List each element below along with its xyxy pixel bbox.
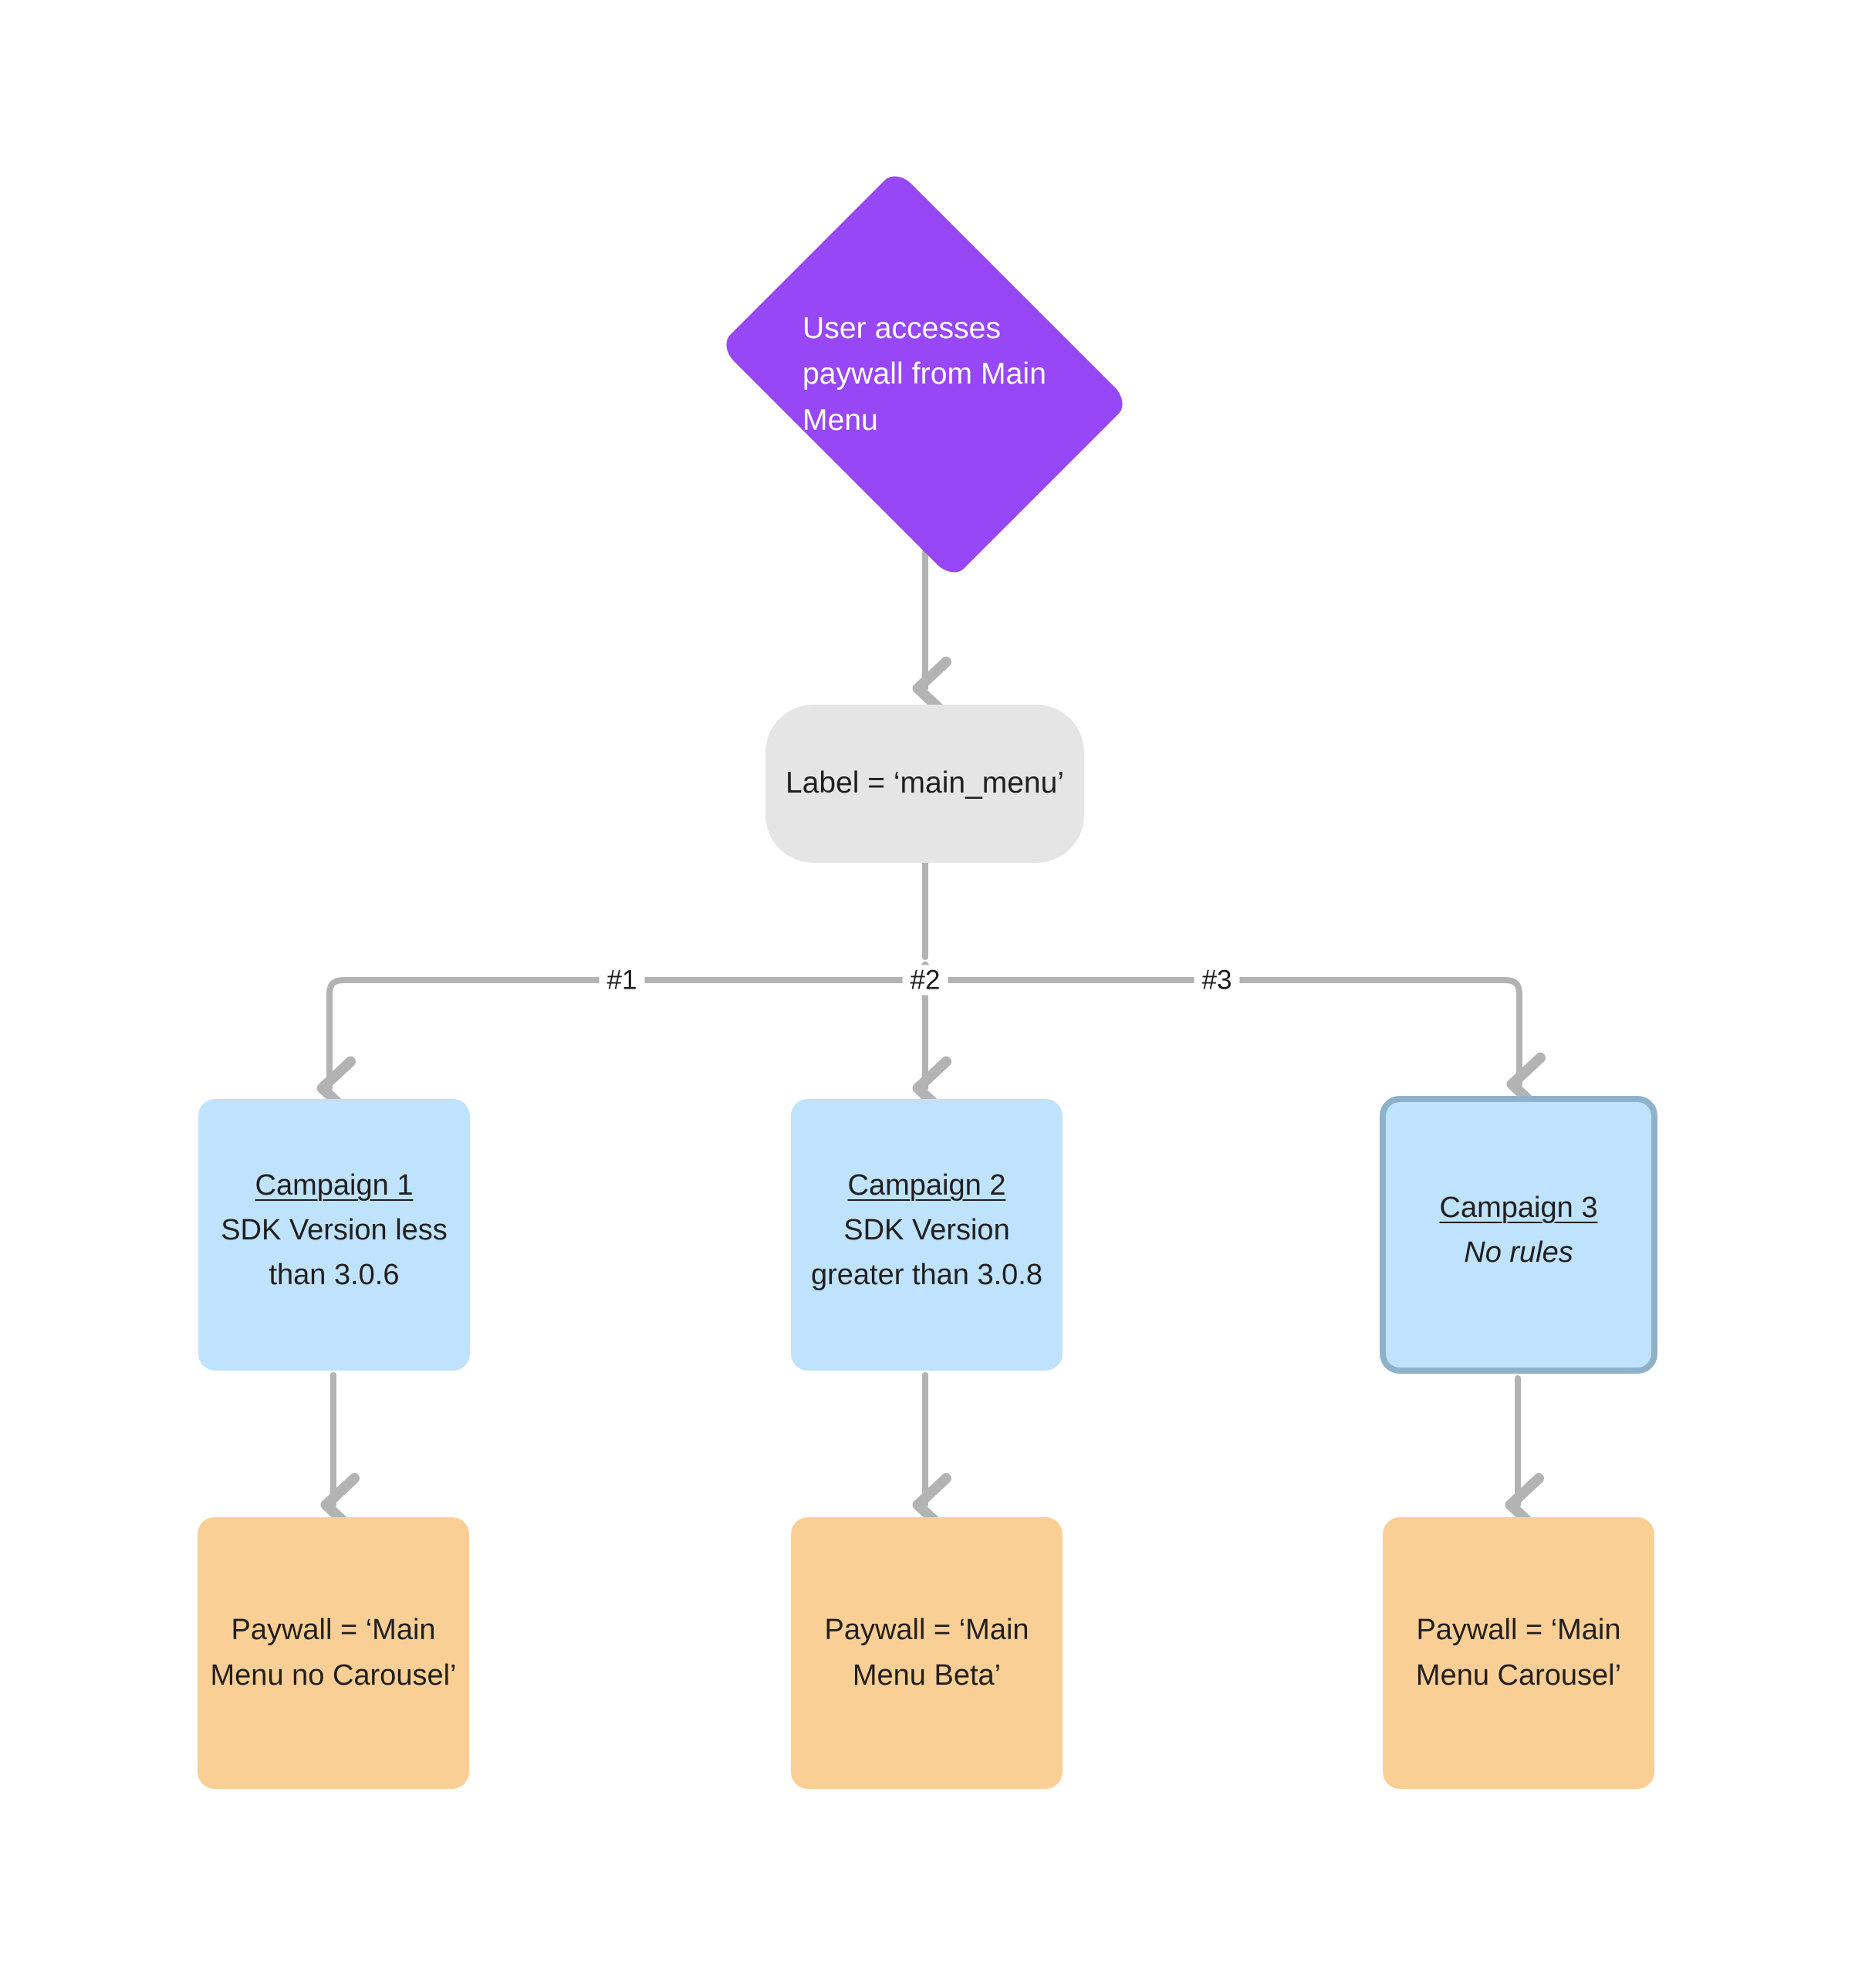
- paywall-node-2[interactable]: Paywall = ‘Main Menu Beta’: [791, 1517, 1063, 1789]
- paywall-node-3[interactable]: Paywall = ‘Main Menu Carousel’: [1383, 1517, 1654, 1789]
- campaign-node-2[interactable]: Campaign 2 SDK Version greater than 3.0.…: [791, 1099, 1063, 1371]
- label-node[interactable]: Label = ‘main_menu’: [765, 705, 1084, 863]
- campaign-title: Campaign 1: [255, 1168, 414, 1202]
- campaign-content: Campaign 2 SDK Version greater than 3.0.…: [799, 1163, 1055, 1297]
- branch-label-3: #3: [1194, 965, 1240, 996]
- paywall-node-text: Paywall = ‘Main Menu Beta’: [824, 1614, 1029, 1692]
- paywall-node-text: Paywall = ‘Main Menu no Carousel’: [210, 1614, 457, 1692]
- label-node-text: Label = ‘main_menu’: [786, 766, 1064, 800]
- campaign-title: Campaign 2: [847, 1168, 1006, 1202]
- campaign-node-3[interactable]: Campaign 3 No rules: [1380, 1096, 1657, 1374]
- paywall-node-1[interactable]: Paywall = ‘Main Menu no Carousel’: [198, 1517, 469, 1789]
- campaign-rule: SDK Version less than 3.0.6: [221, 1213, 448, 1292]
- trigger-node-label: User accesses paywall from Main Menu: [802, 312, 1046, 437]
- campaign-node-1[interactable]: Campaign 1 SDK Version less than 3.0.6: [198, 1099, 470, 1371]
- paywall-node-text: Paywall = ‘Main Menu Carousel’: [1415, 1614, 1622, 1692]
- campaign-rule: No rules: [1464, 1236, 1573, 1269]
- campaign-title: Campaign 3: [1439, 1191, 1598, 1224]
- trigger-node[interactable]: User accesses paywall from Main Menu: [691, 168, 1158, 580]
- branch-label-1: #1: [599, 965, 645, 996]
- campaign-content: Campaign 1 SDK Version less than 3.0.6: [206, 1163, 462, 1297]
- branch-label-2: #2: [902, 965, 948, 996]
- campaign-rule: SDK Version greater than 3.0.8: [811, 1213, 1042, 1292]
- campaign-content: Campaign 3 No rules: [1394, 1185, 1644, 1275]
